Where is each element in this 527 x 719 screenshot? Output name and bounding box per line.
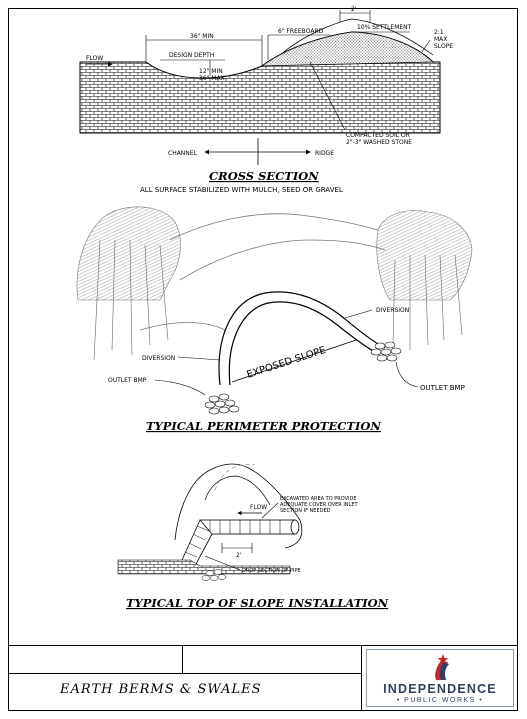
perimeter-title: TYPICAL PERIMETER PROTECTION: [146, 419, 381, 433]
left-trees: [76, 206, 181, 301]
label-drop-section: DROP SECTION OF PIPE: [242, 568, 301, 574]
label-outlet-left: OUTLET BMP: [108, 377, 147, 384]
label-ridge: RIDGE: [315, 150, 334, 157]
label-slope: SLOPE: [434, 43, 453, 50]
flag-logo-icon: [435, 654, 449, 680]
label-max: MAX: [434, 36, 447, 43]
title-block-row: [8, 673, 361, 674]
label-outlet-right: OUTLET BMP: [420, 384, 465, 392]
drawing-frame: [8, 8, 518, 711]
label-freeboard: 6" FREEBOARD: [278, 28, 324, 35]
berm-fill: [260, 31, 434, 67]
cross-section-diagram: FLOW 36" MIN DESIGN DEPTH 12" MIN 36" MA…: [79, 6, 453, 194]
cross-section-title: CROSS SECTION: [209, 169, 319, 183]
title-block-row: [8, 645, 518, 673]
top-of-slope-title: TYPICAL TOP OF SLOPE INSTALLATION: [126, 596, 389, 610]
outlet-bmp-left: [204, 393, 240, 415]
logo-text: INDEPENDENCE: [383, 682, 497, 696]
outlet-bmp-right: [370, 341, 402, 362]
label-compacted-1: COMPACTED SOIL OR: [346, 132, 410, 139]
label-channel: CHANNEL: [168, 150, 198, 157]
label-excavated-1: EXCAVATED AREA TO PROVIDE: [280, 496, 356, 502]
title-block-divider: [361, 645, 362, 711]
label-flow: FLOW: [86, 55, 103, 62]
cross-section-note: ALL SURFACE STABILIZED WITH MULCH, SEED …: [140, 186, 343, 194]
label-2ft: 2': [351, 6, 357, 13]
label-design-depth: DESIGN DEPTH: [169, 52, 214, 59]
logo-box: [366, 649, 514, 707]
label-excavated-2: ADEQUATE COVER OVER INLET: [280, 502, 358, 508]
label-36-min: 36" MIN: [190, 33, 214, 40]
top-of-slope-diagram: FLOW EXCAVATED AREA TO PROVIDE ADEQUATE …: [117, 463, 389, 610]
title-block-divider: [182, 645, 183, 673]
right-trees: [376, 210, 473, 301]
label-36-max: 36" MAX: [199, 75, 225, 82]
label-compacted-2: 2"-3" WASHED STONE: [346, 139, 412, 146]
label-excavated-3: SECTION IF NEEDED: [280, 508, 331, 514]
label-2ft-pipe: 2': [236, 552, 242, 559]
label-12-min: 12" MIN: [199, 68, 223, 75]
label-diversion-left: DIVERSION: [142, 355, 175, 362]
sheet-title: EARTH BERMS & SWALES: [60, 682, 262, 697]
label-flow-2: FLOW: [250, 504, 267, 511]
label-diversion-right: DIVERSION: [376, 307, 409, 314]
logo-subtext: • PUBLIC WORKS •: [396, 697, 484, 704]
ground-band: [117, 559, 291, 575]
label-settlement: 10% SETTLEMENT: [357, 24, 412, 31]
diversion-berm: [218, 291, 386, 386]
label-ratio: 2:1: [434, 29, 444, 36]
